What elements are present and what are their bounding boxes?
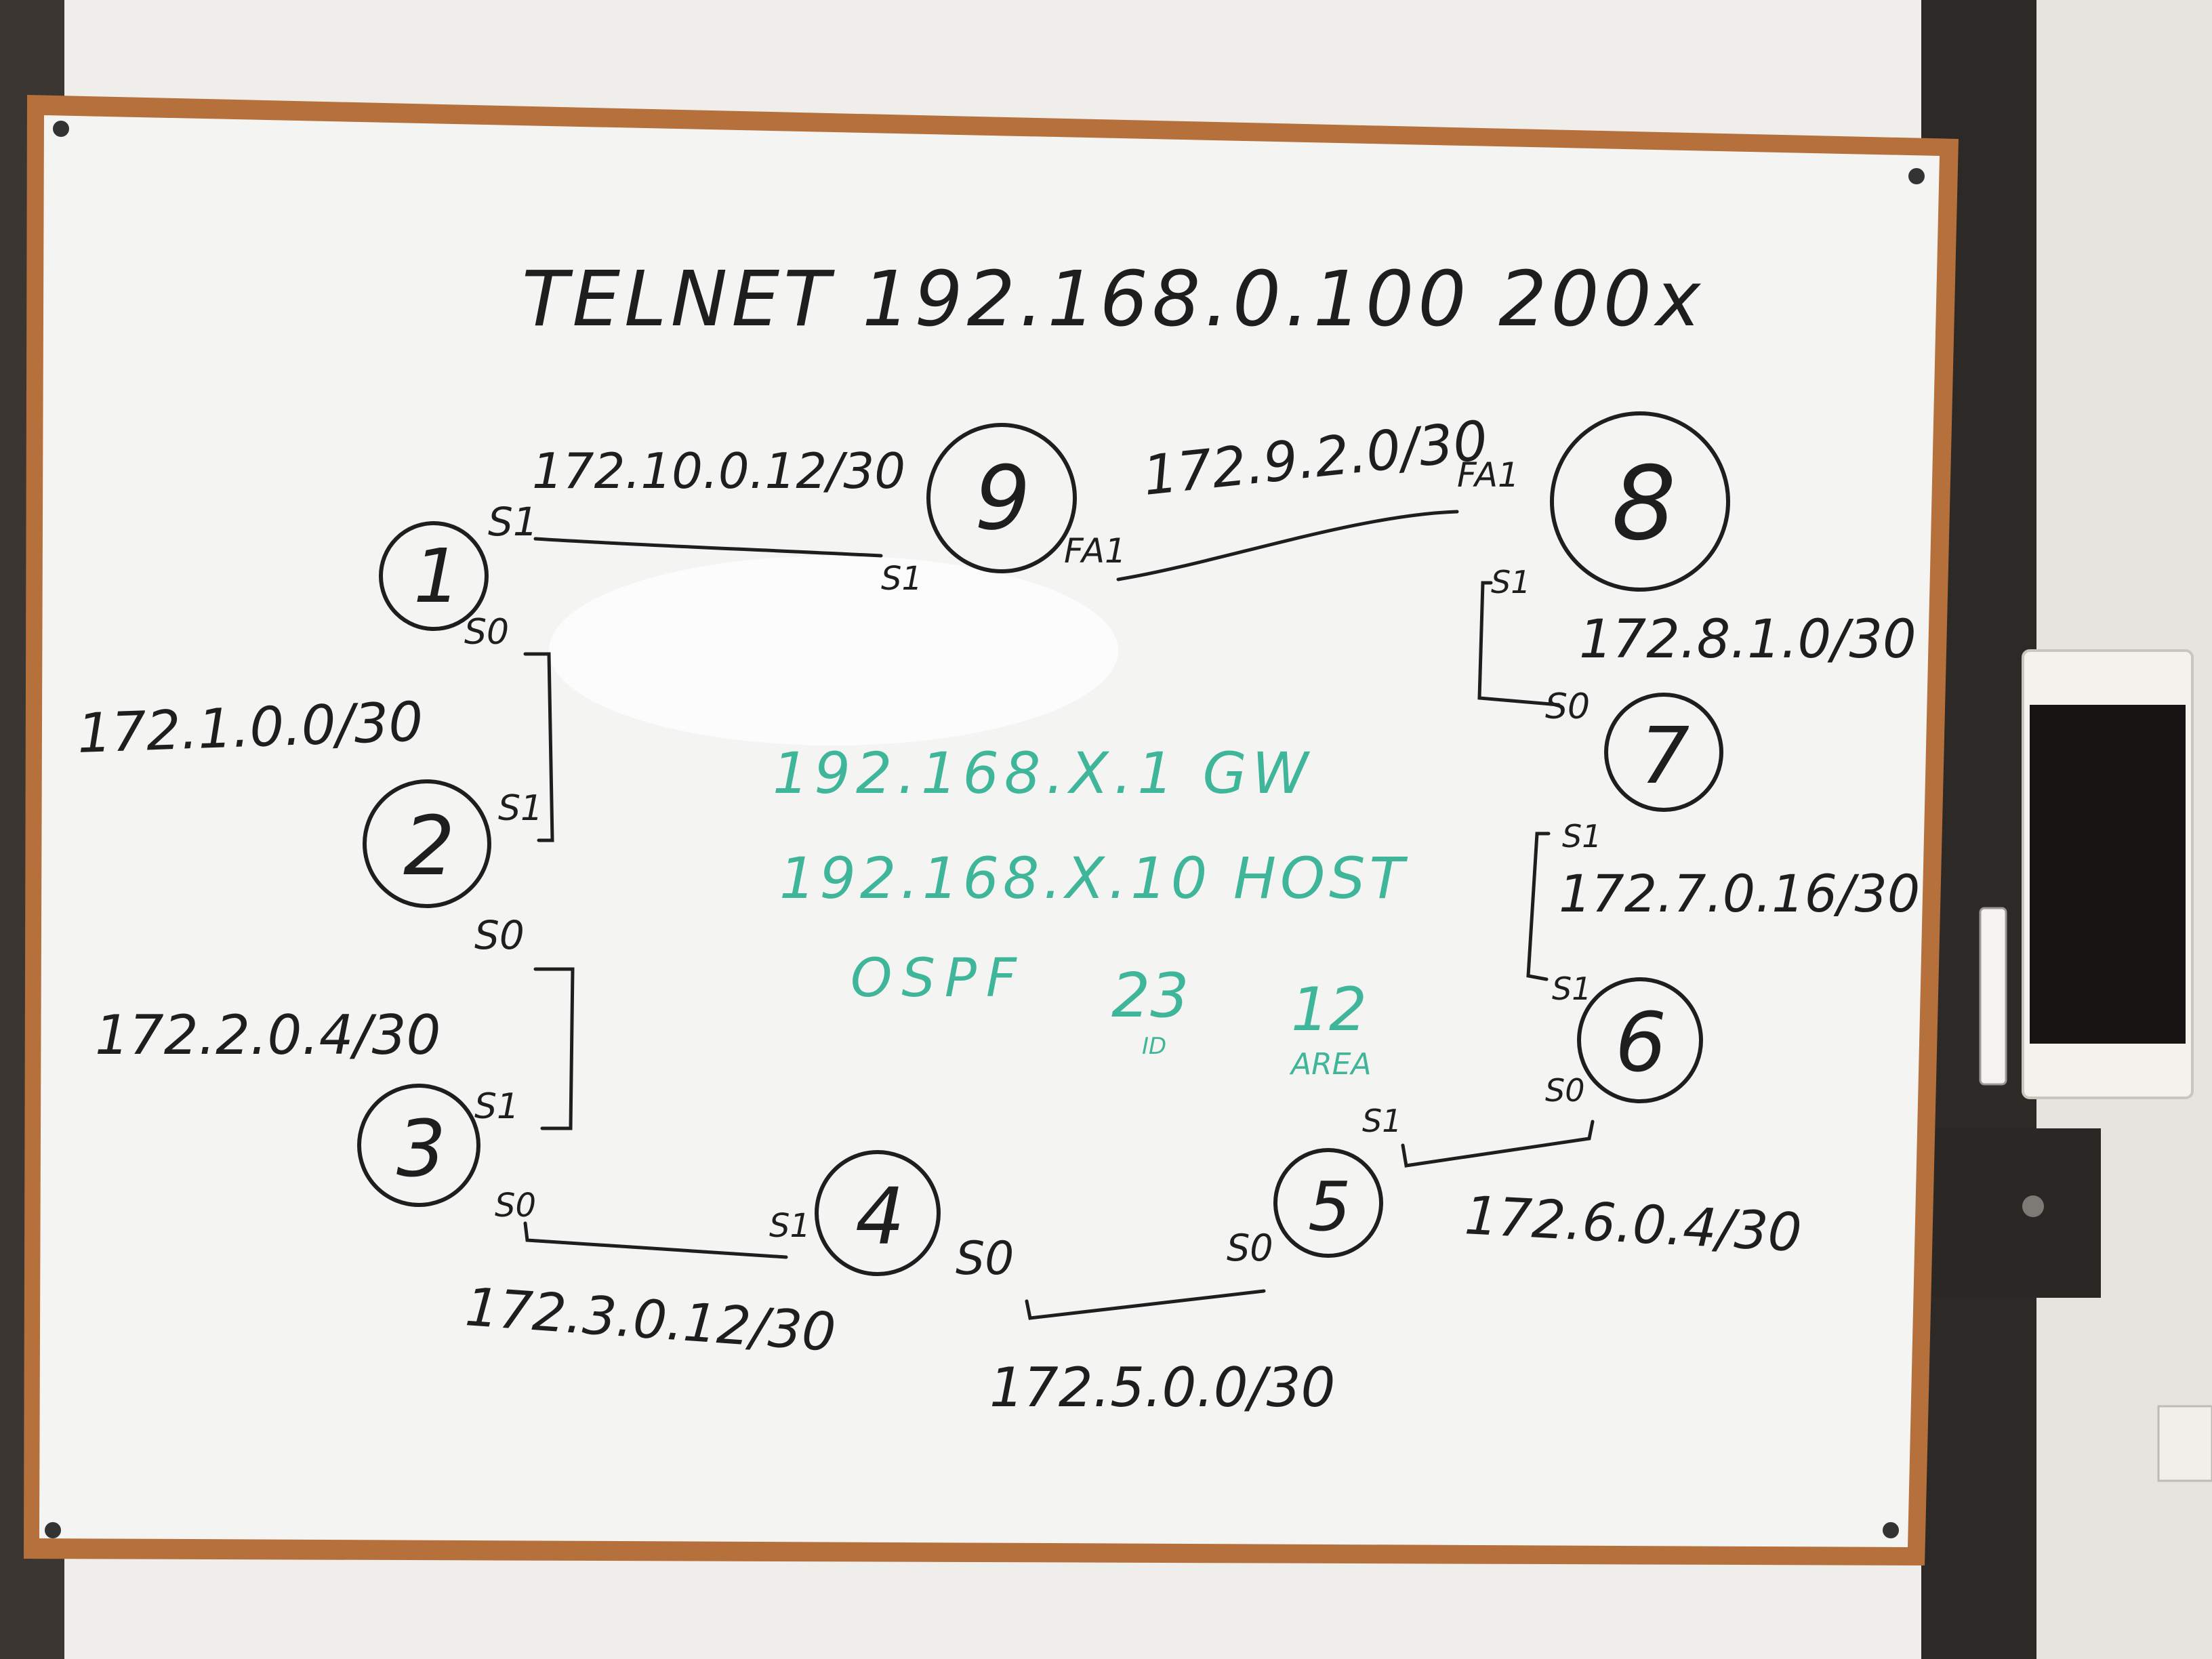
r9-fa1-label: FA1 [1064, 531, 1126, 571]
r3-s0-label: S0 [495, 1187, 536, 1225]
router-3-label: 3 [396, 1104, 446, 1195]
r7-s1-label: S1 [1562, 818, 1601, 855]
center-notes: 192.168.X.1 GW 192.168.X.10 HOST OSPF 23… [773, 740, 1408, 1082]
link-r5-r6 [1401, 1120, 1595, 1168]
screw-bottom-right [1883, 1522, 1899, 1538]
glare [549, 556, 1118, 745]
r8-fa1-label: FA1 [1457, 455, 1519, 495]
router-6-circle [1577, 977, 1703, 1103]
r7-s0-label: S0 [1545, 687, 1590, 727]
r5-s1-label: S1 [1362, 1103, 1401, 1139]
steel-bracket [1931, 1128, 2101, 1298]
router-1-circle [379, 521, 489, 631]
screw-top-right [1908, 168, 1925, 184]
router-9-label: 9 [975, 447, 1031, 550]
telnet-title: TELNET 192.168.0.100 200x [522, 255, 1704, 344]
subnet-r7-r6: 172.7.0.16/30 [1559, 863, 1920, 924]
marker-pen [1979, 907, 2007, 1086]
r1-s1-label: S1 [488, 499, 538, 545]
r1-s0-label: S0 [464, 612, 509, 653]
ospf-label: OSPF [851, 948, 1026, 1009]
subnet-r4-r5: 172.5.0.0/30 [989, 1356, 1335, 1419]
subnet-r9-r1: 172.10.0.12/30 [532, 443, 905, 499]
ospf-area-value: 12 [1291, 975, 1367, 1044]
board-screws [45, 121, 1925, 1538]
link-r9-r1 [533, 537, 883, 558]
r5-s0-label: S0 [1227, 1227, 1273, 1269]
router-1-label: 1 [413, 533, 461, 619]
subnet-r8-r7: 172.8.1.0/30 [1579, 609, 1917, 670]
r6-s1-label: S1 [1552, 970, 1591, 1007]
link-r2-r3 [533, 967, 575, 1130]
electrical-box-window [2030, 705, 2186, 1044]
link-r8-r7 [1477, 581, 1561, 707]
router-4-label: 4 [855, 1172, 905, 1263]
light-switch [2157, 1405, 2212, 1482]
r2-s1-label: S1 [498, 788, 543, 829]
interface-labels: S1 S0 S1 S0 S1 S0 S1 S0 S0 S1 S0 S1 S1 S… [464, 455, 1601, 1286]
router-7-label: 7 [1640, 711, 1689, 802]
router-2-label: 2 [403, 800, 455, 894]
router-4-circle [815, 1150, 941, 1276]
router-5-label: 5 [1308, 1167, 1351, 1246]
link-r4-r5 [1025, 1289, 1266, 1320]
whiteboard-surface [39, 115, 1940, 1547]
screw-top-left [53, 121, 69, 137]
ospf-id-caption: ID [1142, 1033, 1166, 1060]
r8-s1-label: S1 [1491, 564, 1530, 600]
ospf-area-caption: AREA [1289, 1047, 1372, 1082]
bracket-bolt [2022, 1195, 2044, 1217]
r3-s1-label: S1 [474, 1086, 519, 1127]
r2-s0-label: S0 [474, 912, 525, 958]
gateway-note: 192.168.X.1 GW [773, 740, 1314, 806]
r6-s0-label: S0 [1545, 1072, 1584, 1109]
link-r1-r2 [523, 652, 554, 842]
link-r9-r8 [1116, 510, 1459, 581]
link-r3-r4 [523, 1221, 788, 1259]
screw-bottom-left [45, 1522, 61, 1538]
ospf-id-value: 23 [1111, 960, 1189, 1031]
router-3-circle [357, 1084, 480, 1207]
subnet-r1-r2: 172.1.0.0/30 [76, 690, 424, 765]
r4-s1-label: S1 [769, 1207, 811, 1245]
router-5-circle [1273, 1148, 1383, 1258]
r4-s0-label: S0 [956, 1232, 1014, 1286]
routers [357, 411, 1730, 1276]
subnet-r2-r3: 172.2.0.4/30 [95, 1004, 441, 1067]
router-8-label: 8 [1612, 445, 1676, 563]
link-r7-r6 [1526, 832, 1551, 981]
router-6-label: 6 [1615, 996, 1666, 1090]
router-7-circle [1604, 693, 1723, 812]
router-2-circle [363, 779, 491, 908]
r9-s1-label: S1 [881, 560, 922, 598]
router-8-circle [1550, 411, 1730, 592]
host-note: 192.168.X.10 HOST [779, 845, 1408, 912]
links [523, 510, 1595, 1320]
router-9-circle [926, 423, 1077, 573]
